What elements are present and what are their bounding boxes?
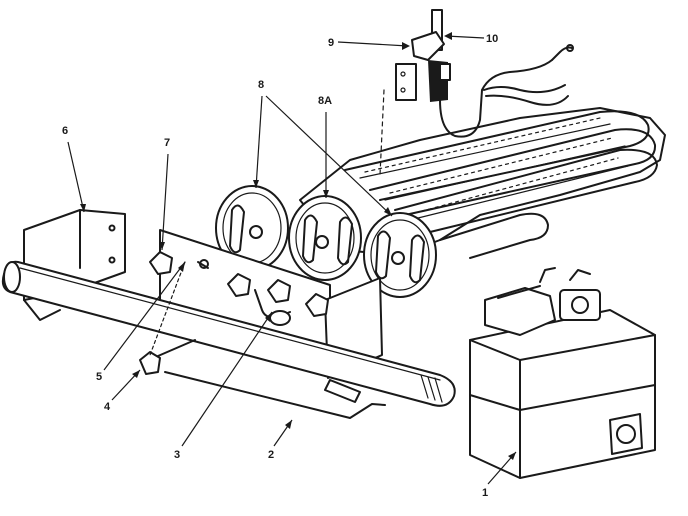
svg-text:5: 5 bbox=[96, 371, 102, 383]
callout-9: 9 bbox=[328, 37, 410, 50]
svg-text:9: 9 bbox=[328, 37, 334, 49]
pilot-supply-tube bbox=[164, 371, 386, 419]
loose-fittings bbox=[139, 261, 196, 375]
svg-text:3: 3 bbox=[174, 449, 180, 461]
callout-8a: 8A bbox=[318, 95, 332, 198]
svg-text:6: 6 bbox=[62, 125, 68, 137]
pilot-assembly bbox=[379, 9, 574, 176]
burner-orifices bbox=[149, 251, 329, 317]
svg-text:7: 7 bbox=[164, 137, 170, 149]
svg-text:10: 10 bbox=[486, 33, 498, 45]
svg-text:4: 4 bbox=[104, 401, 111, 413]
svg-text:8A: 8A bbox=[318, 95, 332, 107]
svg-text:1: 1 bbox=[482, 487, 488, 499]
callout-3: 3 bbox=[174, 311, 273, 461]
svg-text:8: 8 bbox=[258, 79, 264, 91]
callout-7: 7 bbox=[159, 137, 170, 251]
callout-6: 6 bbox=[62, 125, 86, 213]
svg-text:2: 2 bbox=[268, 449, 274, 461]
callout-4: 4 bbox=[104, 369, 141, 413]
callout-5: 5 bbox=[96, 261, 186, 383]
callout-1: 1 bbox=[482, 451, 517, 499]
callout-8: 8 bbox=[253, 79, 393, 217]
callout-2: 2 bbox=[268, 419, 293, 461]
callout-10: 10 bbox=[444, 32, 498, 45]
burner-inlet-discs bbox=[215, 185, 437, 298]
callouts: 1 2 3 4 5 6 7 bbox=[62, 32, 517, 499]
gas-valve bbox=[469, 267, 656, 479]
manifold-pipe bbox=[1, 260, 456, 407]
